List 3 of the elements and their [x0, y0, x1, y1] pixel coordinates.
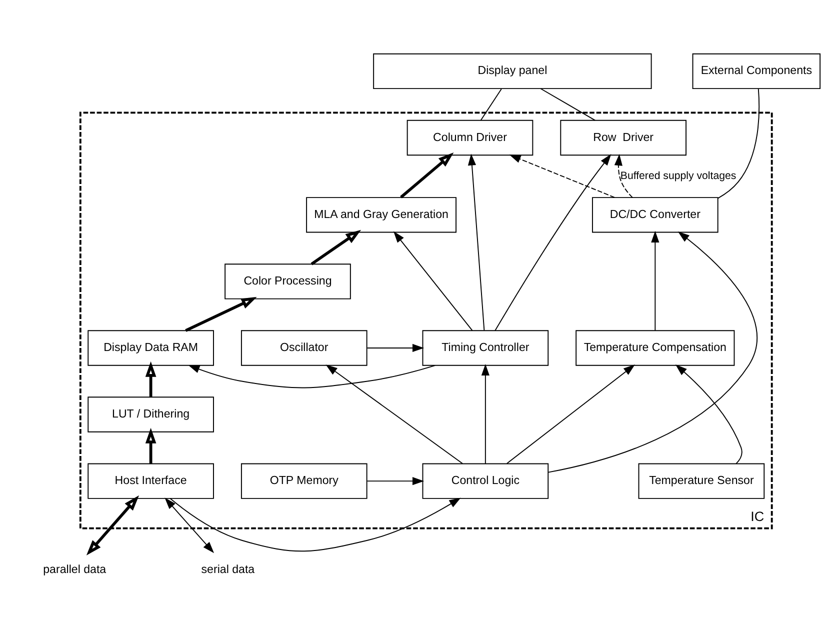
node-text: serial data — [201, 564, 255, 576]
edge-label: Buffered supply voltages — [620, 170, 736, 182]
node-text: parallel data — [43, 564, 106, 576]
